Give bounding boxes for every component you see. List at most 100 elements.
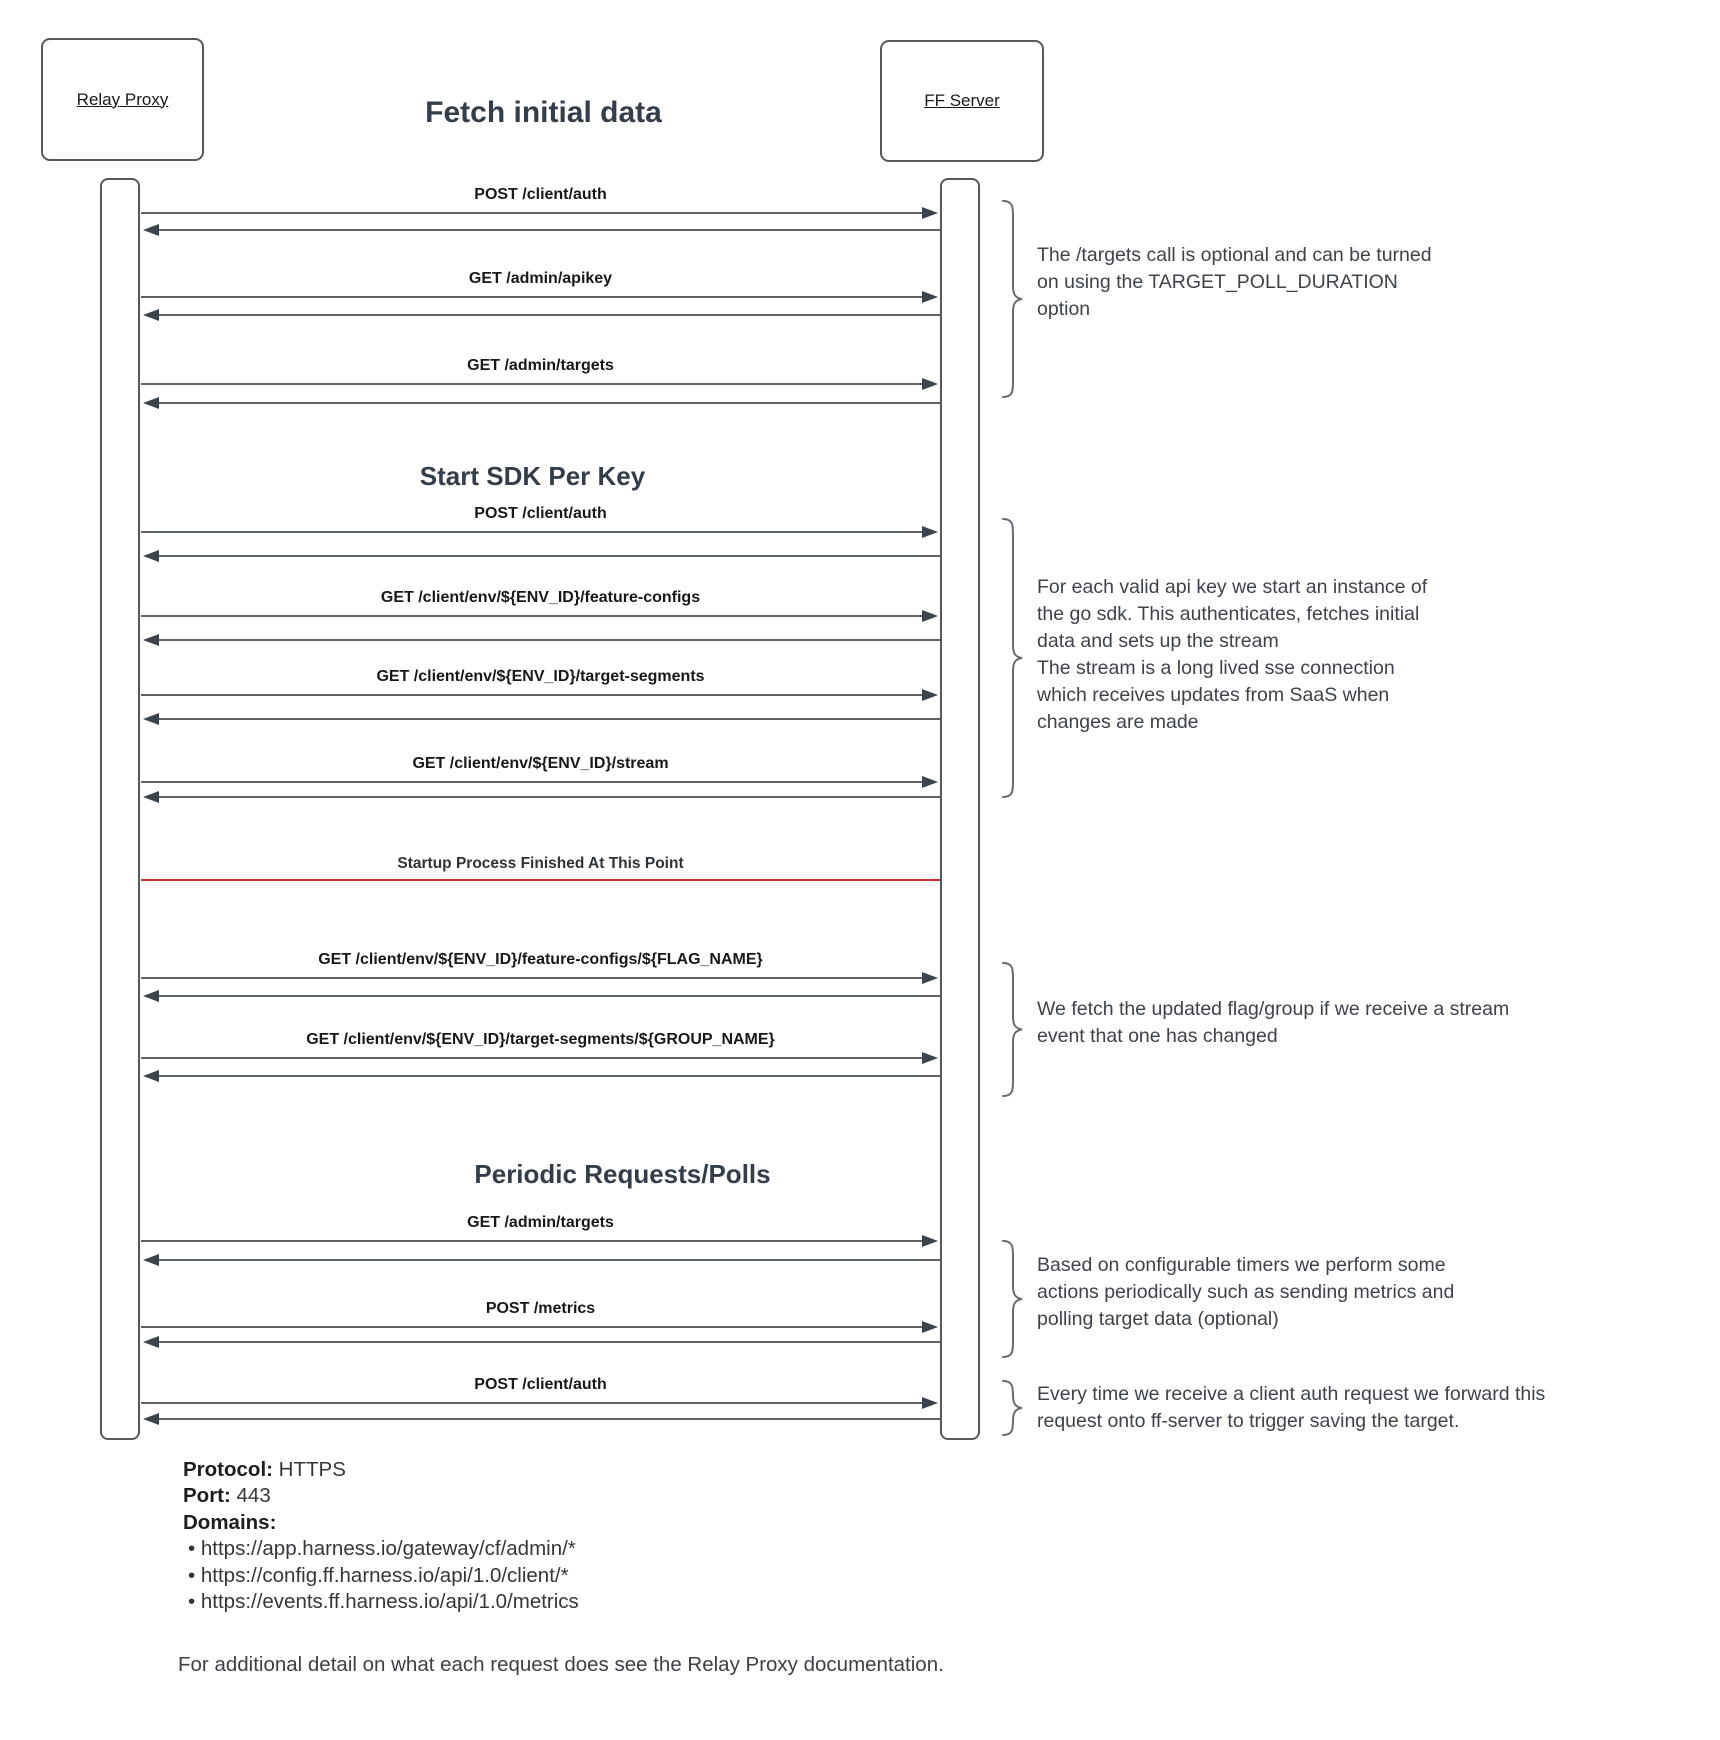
arrowhead-left-icon	[143, 550, 159, 562]
annotation-text: For each valid api key we start an insta…	[1037, 574, 1427, 736]
arrowhead-right-icon	[922, 1052, 938, 1064]
message-forward-arrow	[141, 615, 923, 617]
arrowhead-right-icon	[922, 972, 938, 984]
message-label: POST /client/auth	[474, 186, 607, 203]
message-return-arrow	[159, 229, 940, 231]
annotation-line: on using the TARGET_POLL_DURATION	[1037, 271, 1398, 293]
annotation-text: We fetch the updated flag/group if we re…	[1037, 996, 1509, 1050]
message-return-arrow	[159, 314, 940, 316]
lifeline-relay-proxy	[100, 178, 140, 1440]
message-forward-arrow	[141, 781, 923, 783]
startup-divider-line	[141, 879, 940, 881]
annotation-text: Based on configurable timers we perform …	[1037, 1252, 1454, 1333]
footer-domain-item: https://config.ff.harness.io/api/1.0/cli…	[188, 1563, 579, 1589]
annotation-line: Every time we receive a client auth requ…	[1037, 1383, 1546, 1405]
arrowhead-left-icon	[143, 1336, 159, 1348]
message-label: GET /client/env/${ENV_ID}/stream	[412, 755, 669, 772]
annotation-line: Based on configurable timers we perform …	[1037, 1254, 1446, 1276]
arrowhead-right-icon	[922, 291, 938, 303]
annotation-text: The /targets call is optional and can be…	[1037, 242, 1432, 323]
footer-port-label: Port:	[183, 1484, 231, 1508]
annotation-brace-icon	[1002, 200, 1023, 398]
message-label: GET /admin/targets	[467, 1214, 614, 1231]
message-forward-arrow	[141, 212, 923, 214]
annotation-line: We fetch the updated flag/group if we re…	[1037, 998, 1510, 1020]
arrowhead-left-icon	[143, 224, 159, 236]
arrowhead-right-icon	[922, 378, 938, 390]
annotation-line: event that one has changed	[1037, 1025, 1278, 1047]
message-return-arrow	[159, 1341, 940, 1343]
arrowhead-left-icon	[143, 791, 159, 803]
annotation-line: For each valid api key we start an insta…	[1037, 576, 1428, 598]
arrowhead-right-icon	[922, 1235, 938, 1247]
section-heading-start-sdk-per-key: Start SDK Per Key	[419, 461, 646, 491]
arrowhead-right-icon	[922, 526, 938, 538]
message-forward-arrow	[141, 531, 923, 533]
message-return-arrow	[159, 995, 940, 997]
actor-box-ff-server: FF Server	[880, 40, 1044, 162]
annotation-brace-icon	[1002, 1380, 1023, 1436]
message-return-arrow	[159, 1259, 940, 1261]
footer-protocol-label: Protocol:	[183, 1458, 273, 1481]
message-label: GET /admin/apikey	[468, 270, 613, 287]
message-label: POST /client/auth	[474, 1376, 607, 1393]
footer-port-value: 443	[236, 1484, 271, 1508]
annotation-line: data and sets up the stream	[1037, 630, 1279, 652]
lifeline-ff-server	[940, 178, 980, 1440]
annotation-line: the go sdk. This authenticates, fetches …	[1037, 603, 1420, 625]
actor-label-ff-server: FF Server	[924, 91, 1000, 110]
arrowhead-left-icon	[143, 634, 159, 646]
arrowhead-right-icon	[922, 689, 938, 701]
arrowhead-left-icon	[143, 397, 159, 409]
arrowhead-right-icon	[922, 1321, 938, 1333]
message-forward-arrow	[141, 1326, 923, 1328]
annotation-line: request onto ff-server to trigger saving…	[1037, 1410, 1460, 1432]
footer-domains-label-text: Domains:	[183, 1510, 277, 1534]
footer-protocol-value: HTTPS	[278, 1458, 346, 1481]
message-forward-arrow	[141, 977, 923, 979]
arrowhead-left-icon	[143, 309, 159, 321]
footer-domain-item: https://events.ff.harness.io/api/1.0/met…	[188, 1589, 579, 1615]
message-forward-arrow	[141, 296, 923, 298]
arrowhead-left-icon	[143, 1070, 159, 1082]
message-return-arrow	[159, 402, 940, 404]
message-label: GET /client/env/${ENV_ID}/feature-config…	[318, 951, 763, 968]
actor-box-relay-proxy: Relay Proxy	[41, 38, 204, 161]
message-forward-arrow	[141, 1240, 923, 1242]
message-forward-arrow	[141, 383, 923, 385]
arrowhead-left-icon	[143, 990, 159, 1002]
message-return-arrow	[159, 718, 940, 720]
actor-label-relay-proxy: Relay Proxy	[76, 89, 169, 109]
message-return-arrow	[159, 555, 940, 557]
footer-port: Port: 443	[183, 1483, 579, 1509]
message-label: POST /client/auth	[474, 505, 607, 522]
arrowhead-left-icon	[143, 1413, 159, 1425]
arrowhead-right-icon	[922, 207, 938, 219]
message-forward-arrow	[141, 694, 923, 696]
message-label: GET /client/env/${ENV_ID}/target-segment…	[306, 1031, 775, 1048]
annotation-text: Every time we receive a client auth requ…	[1037, 1381, 1545, 1435]
diagram-title: Fetch initial data	[425, 96, 662, 129]
arrowhead-right-icon	[922, 1397, 938, 1409]
annotation-line: which receives updates from SaaS when	[1037, 684, 1390, 706]
arrowhead-left-icon	[143, 713, 159, 725]
message-label: POST /metrics	[485, 1300, 596, 1317]
annotation-brace-icon	[1002, 962, 1023, 1097]
footer-note: For additional detail on what each reque…	[178, 1653, 944, 1676]
annotation-brace-icon	[1002, 1240, 1023, 1358]
footer-connection-details: Protocol: HTTPS Port: 443 Domains: https…	[183, 1457, 579, 1615]
annotation-line: The stream is a long lived sse connectio…	[1037, 657, 1395, 679]
message-return-arrow	[159, 1075, 940, 1077]
footer-domain-list: https://app.harness.io/gateway/cf/admin/…	[183, 1536, 579, 1615]
arrowhead-left-icon	[143, 1254, 159, 1266]
message-return-arrow	[159, 639, 940, 641]
message-return-arrow	[159, 1418, 940, 1420]
annotation-line: The /targets call is optional and can be…	[1037, 244, 1432, 266]
annotation-line: option	[1037, 298, 1091, 320]
message-return-arrow	[159, 796, 940, 798]
message-forward-arrow	[141, 1402, 923, 1404]
startup-divider-label: Startup Process Finished At This Point	[397, 855, 684, 872]
footer-protocol: Protocol: HTTPS	[183, 1457, 579, 1483]
section-heading-periodic-requests: Periodic Requests/Polls	[474, 1159, 771, 1189]
